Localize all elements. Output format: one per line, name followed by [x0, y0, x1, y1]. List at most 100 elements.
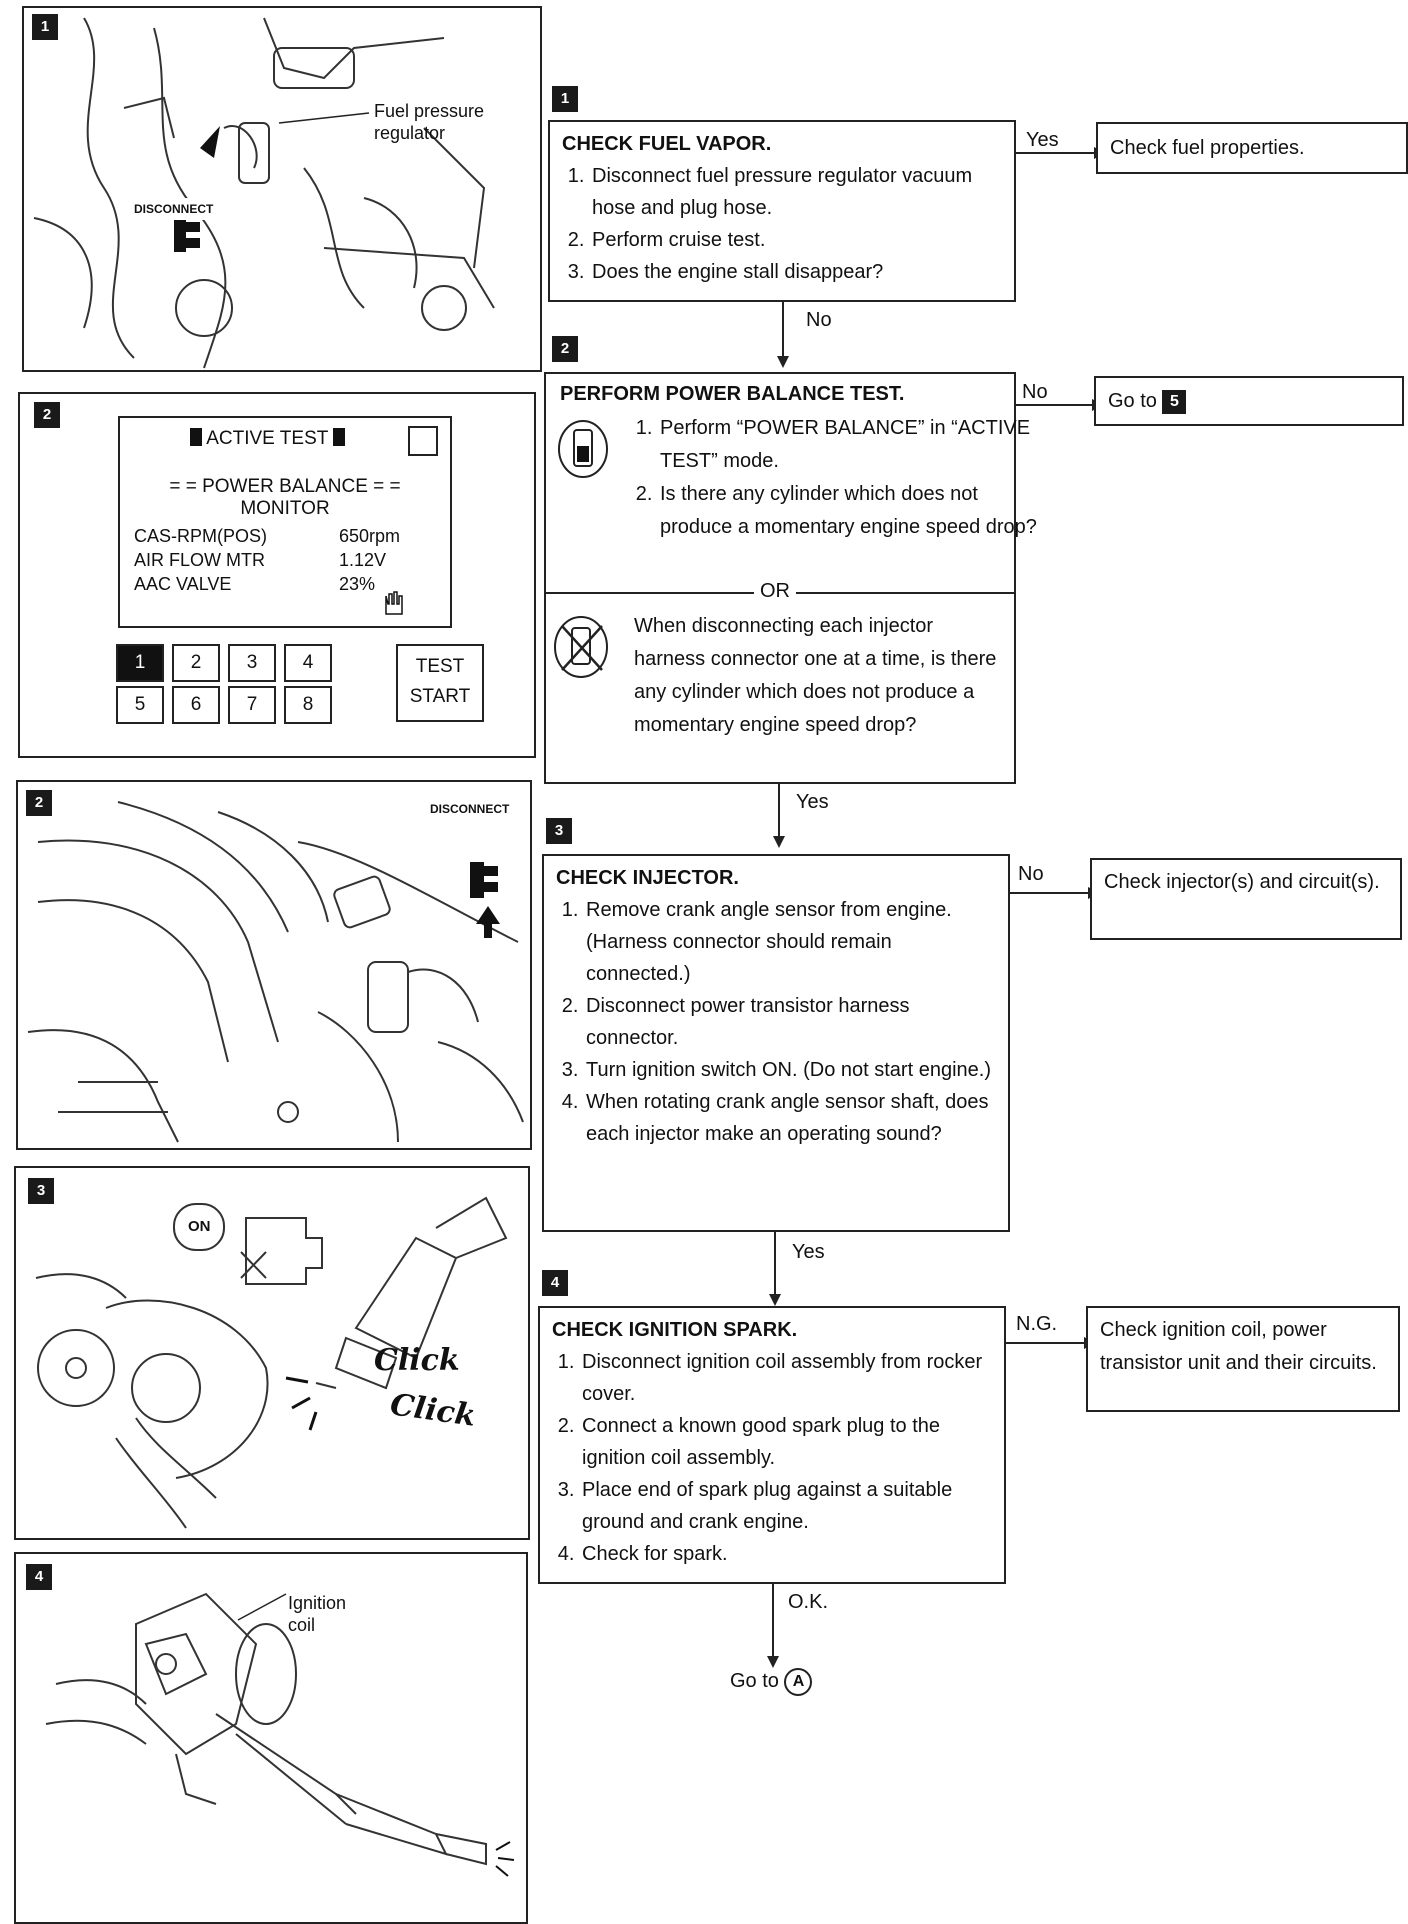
connector — [1010, 892, 1090, 894]
step2-yes-label: Yes — [796, 791, 829, 813]
step4-ng-result[interactable]: Check ignition coil, power transistor un… — [1086, 1306, 1400, 1412]
disconnect-label: DISCONNECT — [430, 802, 510, 816]
pointer-hand-icon — [385, 591, 403, 615]
panel-badge: 2 — [26, 790, 52, 816]
step1-list: Disconnect fuel pressure regulator vacuu… — [562, 160, 1004, 288]
arrow-down — [767, 1656, 779, 1668]
final-go-to-a[interactable]: Go to A — [730, 1666, 813, 1696]
monitor-row: AIR FLOW MTR 1.12V — [134, 548, 400, 572]
connector — [1016, 404, 1094, 406]
engine-bay-drawing — [33, 17, 495, 369]
arrow-down — [773, 836, 785, 848]
step3-no-label: No — [1018, 863, 1044, 885]
panel-badge: 2 — [34, 402, 60, 428]
step4-badge: 4 — [542, 1270, 568, 1296]
step2-alt-text: When disconnecting each injector harness… — [634, 615, 997, 736]
step1-badge: 1 — [552, 86, 578, 112]
step2-badge: 2 — [552, 336, 578, 362]
fuel-regulator-label: Fuel pressure regulator — [374, 100, 484, 144]
step3-badge: 3 — [546, 818, 572, 844]
label-line: Ignition — [288, 1593, 347, 1613]
step1-item: Perform cruise test. — [590, 224, 1004, 256]
monitor-rows: CAS-RPM(POS) 650rpm AIR FLOW MTR 1.12V AAC… — [134, 524, 400, 596]
step4-item: Check for spark. — [580, 1538, 994, 1570]
step1-item: Disconnect fuel pressure regulator vacuu… — [590, 160, 1004, 224]
step3-item: Disconnect power transistor harness conn… — [584, 990, 998, 1054]
label-line: Fuel pressure — [374, 101, 485, 121]
step2-list: Perform “POWER BALANCE” in “ACTIVE TEST”… — [630, 412, 1038, 544]
connector-a-icon: A — [784, 1667, 813, 1696]
monitor-line: MONITOR — [240, 498, 330, 519]
step3-title: CHECK INJECTOR. — [556, 867, 739, 889]
step4-check-ignition-spark: CHECK IGNITION SPARK. Disconnect ignitio… — [538, 1306, 1006, 1584]
row-value: 1.12V — [339, 550, 387, 570]
step4-item: Place end of spark plug against a suitab… — [580, 1474, 994, 1538]
crank-angle-sensor-drawing — [35, 1196, 508, 1529]
row-value: 650rpm — [339, 526, 401, 546]
step4-ng-label: N.G. — [1016, 1313, 1058, 1335]
disconnect-label: DISCONNECT — [134, 198, 214, 220]
illustration-active-test-screen: 2 ACTIVE TEST = = POWER BALANCE = = MONI… — [18, 392, 536, 758]
connector — [778, 784, 780, 838]
cylinder-key-4[interactable]: 4 — [284, 644, 332, 682]
panel-badge: 3 — [28, 1178, 54, 1204]
step1-item: Does the engine stall disappear? — [590, 256, 1004, 288]
ignition-coil-drawing — [45, 1592, 515, 1877]
consult-screen: ACTIVE TEST = = POWER BALANCE = = MONITO… — [118, 416, 452, 628]
step2-item: Is there any cylinder which does not pro… — [658, 478, 1038, 544]
step2-no-label: No — [1022, 381, 1048, 403]
start-label: START — [409, 686, 471, 707]
step4-item: Disconnect ignition coil assembly from r… — [580, 1346, 994, 1410]
row-name: AAC VALVE — [134, 574, 232, 594]
monitor-row: AAC VALVE 23% — [134, 572, 400, 596]
step2-title: PERFORM POWER BALANCE TEST. — [560, 383, 905, 405]
step1-title: CHECK FUEL VAPOR. — [562, 133, 772, 155]
connector — [774, 1232, 776, 1296]
row-value: 23% — [339, 574, 376, 594]
step4-title: CHECK IGNITION SPARK. — [552, 1319, 798, 1341]
connector — [1006, 1342, 1086, 1344]
panel-badge: 4 — [26, 1564, 52, 1590]
cylinder-key-7[interactable]: 7 — [228, 686, 276, 724]
monitor-row: CAS-RPM(POS) 650rpm — [134, 524, 400, 548]
title-marker-left — [190, 428, 202, 446]
cylinder-key-6[interactable]: 6 — [172, 686, 220, 724]
step3-check-injector: CHECK INJECTOR. Remove crank angle senso… — [542, 854, 1010, 1232]
label-line: regulator — [374, 123, 446, 143]
step1-yes-label: Yes — [1026, 129, 1059, 151]
step4-ok-label: O.K. — [788, 1591, 829, 1613]
step3-item: Remove crank angle sensor from engine. (… — [584, 894, 998, 990]
ignition-on-label: ON — [188, 1218, 211, 1235]
step1-yes-result[interactable]: Check fuel properties. — [1096, 122, 1408, 174]
step3-item: When rotating crank angle sensor shaft, … — [584, 1086, 998, 1150]
click-text-1: Click — [374, 1343, 460, 1378]
connector — [782, 302, 784, 358]
step2-no-result[interactable]: Go to 5 — [1094, 376, 1404, 426]
step1-check-fuel-vapor: CHECK FUEL VAPOR. Disconnect fuel pressu… — [548, 120, 1016, 302]
step4-item: Connect a known good spark plug to the i… — [580, 1410, 994, 1474]
cylinder-key-5[interactable]: 5 — [116, 686, 164, 724]
row-name: CAS-RPM(POS) — [134, 526, 268, 546]
connector — [1016, 152, 1096, 154]
monitor-heading: = = POWER BALANCE = = MONITOR — [130, 476, 440, 520]
label-line: coil — [288, 1615, 316, 1635]
go-to-text: Go to — [1108, 390, 1157, 412]
step2-power-balance-test: PERFORM POWER BALANCE TEST. Perform “POW… — [544, 372, 1037, 784]
illustration-injector-click: 3 ON Click Click — [14, 1166, 530, 1540]
ignition-coil-label: Ignition coil — [288, 1592, 346, 1636]
step3-list: Remove crank angle sensor from engine. (… — [556, 894, 998, 1150]
no-tester-icon — [554, 616, 608, 678]
test-start-button[interactable]: TEST START — [396, 644, 484, 722]
cylinder-key-3[interactable]: 3 — [228, 644, 276, 682]
illustration-fuel-pressure-regulator: 1 Fuel pressure — [22, 6, 542, 372]
step3-yes-label: Yes — [792, 1241, 825, 1263]
title-marker-right — [333, 428, 346, 446]
cylinder-key-2[interactable]: 2 — [172, 644, 220, 682]
screen-checkbox — [408, 426, 438, 456]
cylinder-key-8[interactable]: 8 — [284, 686, 332, 724]
row-name: AIR FLOW MTR — [134, 550, 265, 570]
cylinder-key-1[interactable]: 1 — [116, 644, 164, 682]
step3-no-result[interactable]: Check injector(s) and circuit(s). — [1090, 858, 1402, 940]
or-label: OR — [754, 578, 796, 604]
